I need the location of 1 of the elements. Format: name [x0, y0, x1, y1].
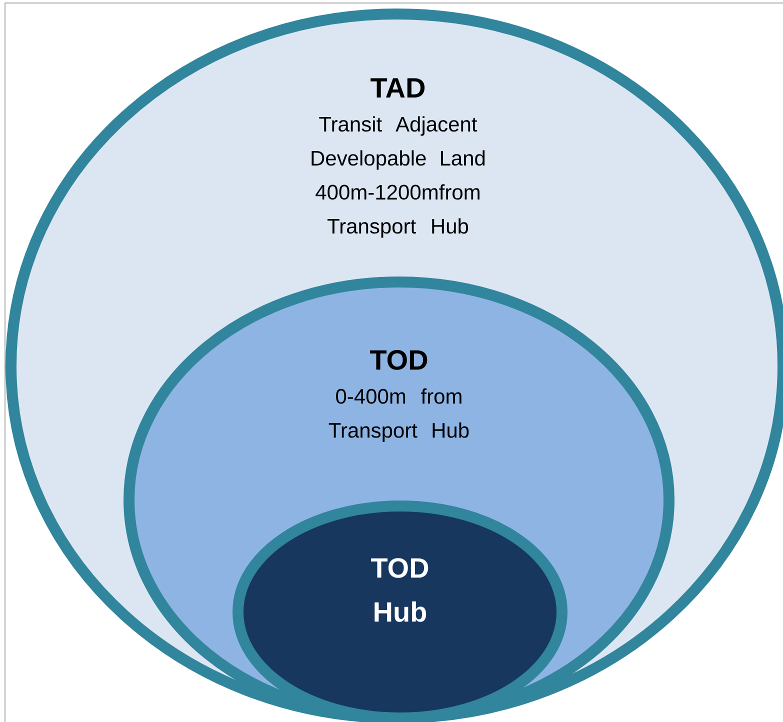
ellipse-region: TOD Hub — [232, 500, 568, 722]
